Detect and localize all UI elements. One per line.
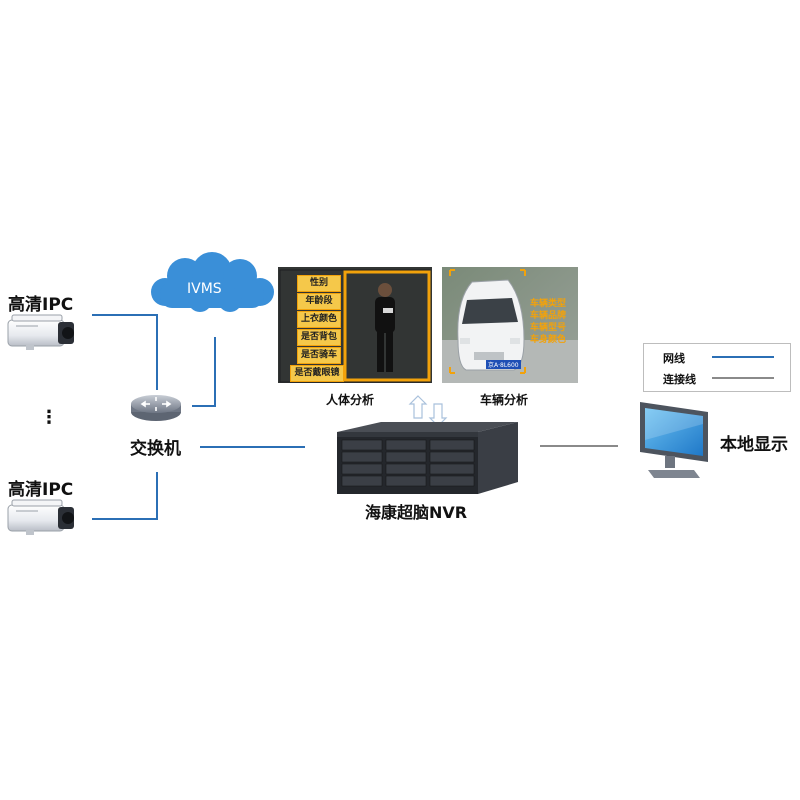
camera-label: 高清IPC bbox=[8, 295, 74, 315]
license-plate: 京A·8L600 bbox=[486, 360, 521, 369]
human-attribute-tag: 性别 bbox=[297, 275, 341, 292]
vehicle-analysis-label: 车辆分析 bbox=[480, 393, 529, 407]
bullet-camera-icon bbox=[7, 499, 74, 535]
vehicle-attribute-tag: 车辆型号 bbox=[530, 323, 567, 333]
human-attribute-tag: 是否戴眼镜 bbox=[290, 365, 344, 382]
person-frame bbox=[343, 270, 431, 382]
vehicle-analysis-image bbox=[442, 267, 578, 383]
cam2-to-switch-line bbox=[92, 472, 158, 520]
human-attribute-tag: 年龄段 bbox=[297, 293, 341, 310]
switch-label: 交换机 bbox=[130, 439, 181, 459]
cam1-to-switch-line bbox=[92, 314, 158, 390]
car-figure bbox=[457, 279, 525, 371]
legend-network-label: 网线 bbox=[663, 352, 685, 365]
up-down-arrow-icon bbox=[408, 395, 448, 427]
legend-connect-label: 连接线 bbox=[663, 373, 696, 386]
vehicle-attribute-tag: 车辆类型 bbox=[530, 299, 567, 309]
human-attribute-tag: 是否骑车 bbox=[297, 347, 341, 364]
switch-to-cloud-line bbox=[192, 337, 216, 407]
network-lines bbox=[92, 314, 305, 520]
person-figure bbox=[375, 283, 395, 372]
monitor-icon bbox=[640, 402, 708, 478]
bullet-camera-icon bbox=[7, 314, 74, 350]
monitor-label: 本地显示 bbox=[720, 435, 788, 455]
legend-network-swatch bbox=[712, 356, 774, 358]
ellipsis-icon: ⋮ bbox=[40, 407, 58, 428]
nvr-device-icon bbox=[337, 422, 518, 494]
vehicle-attribute-tag: 车身颜色 bbox=[530, 335, 567, 345]
legend-connect-swatch bbox=[712, 377, 774, 379]
vehicle-attribute-tag: 车辆品牌 bbox=[530, 311, 567, 321]
legend: 网线 连接线 bbox=[643, 343, 791, 392]
human-analysis-label: 人体分析 bbox=[326, 393, 375, 407]
human-attribute-tag: 是否背包 bbox=[297, 329, 341, 346]
cloud-label: IVMS bbox=[187, 281, 222, 297]
nvr-label: 海康超脑NVR bbox=[365, 503, 468, 522]
cloud-icon bbox=[151, 252, 274, 312]
router-switch-icon bbox=[131, 395, 181, 421]
human-attribute-tag: 上衣颜色 bbox=[297, 311, 341, 328]
camera-label: 高清IPC bbox=[8, 480, 74, 500]
